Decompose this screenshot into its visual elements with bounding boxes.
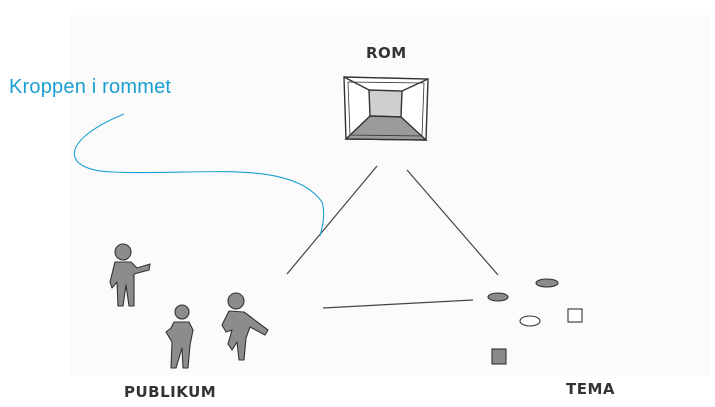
room-box-icon	[343, 76, 429, 141]
person-figure-icon	[165, 304, 194, 369]
edge-rom-publikum	[286, 165, 378, 275]
person-figure-icon	[221, 292, 269, 361]
person-figure-icon	[109, 243, 151, 307]
annotation-connector	[73, 113, 325, 237]
stone-icon	[487, 278, 583, 365]
edge-rom-tema	[406, 169, 499, 276]
triangle-edges	[286, 165, 499, 309]
label-rom: ROM	[366, 44, 407, 62]
label-publikum: PUBLIKUM	[124, 383, 217, 401]
annotation-text: Kroppen i rommet	[9, 76, 172, 98]
label-tema: TEMA	[566, 380, 616, 398]
edge-publikum-tema	[322, 299, 474, 309]
paper-background	[70, 15, 710, 375]
